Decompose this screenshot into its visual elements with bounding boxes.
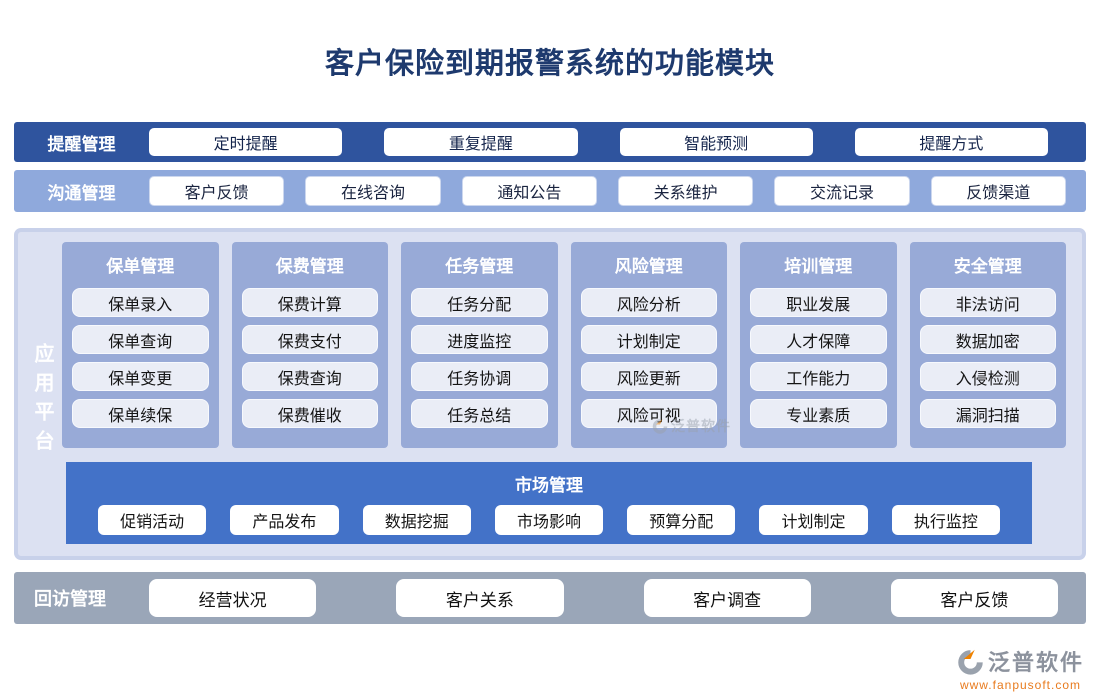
communication-management-bar: 沟通管理 客户反馈在线咨询通知公告关系维护交流记录反馈渠道 [14, 170, 1086, 212]
module-button[interactable]: 计划制定 [580, 325, 717, 354]
module-button[interactable]: 风险分析 [580, 288, 717, 317]
module-button[interactable]: 保费催收 [241, 399, 378, 428]
column-header: 保单管理 [106, 257, 175, 276]
market-button[interactable]: 市场影响 [494, 505, 604, 535]
communication-button[interactable]: 在线咨询 [305, 176, 441, 206]
revisit-button[interactable]: 经营状况 [149, 579, 317, 617]
market-button[interactable]: 数据挖掘 [362, 505, 471, 535]
market-button[interactable]: 预算分配 [627, 505, 736, 535]
module-button[interactable]: 数据加密 [919, 325, 1056, 354]
module-button[interactable]: 漏洞扫描 [919, 399, 1056, 428]
revisit-buttons: 经营状况 客户关系 客户调查 客户反馈 [149, 579, 1086, 617]
module-button[interactable]: 非法访问 [919, 288, 1056, 317]
module-button[interactable]: 任务协调 [411, 362, 548, 391]
column-header: 保费管理 [275, 257, 344, 276]
module-button[interactable]: 保单变更 [72, 362, 209, 391]
communication-management-label: 沟通管理 [47, 183, 116, 203]
market-management-section: 市场管理 促销活动产品发布数据挖掘市场影响预算分配计划制定执行监控 [66, 462, 1032, 544]
remind-buttons: 定时提醒 重复提醒 智能预测 提醒方式 [149, 128, 1086, 156]
module-button[interactable]: 保费支付 [241, 325, 378, 354]
page-title: 客户保险到期报警系统的功能模块 [324, 48, 775, 80]
column-task-management: 任务管理 任务分配进度监控任务协调任务总结 [401, 242, 558, 448]
watermark-name: 泛普软件 [987, 650, 1084, 675]
remind-button[interactable]: 提醒方式 [854, 128, 1048, 156]
module-button[interactable]: 保费查询 [241, 362, 378, 391]
module-button[interactable]: 保单录入 [72, 288, 209, 317]
remind-management-label: 提醒管理 [47, 134, 116, 154]
module-button[interactable]: 任务总结 [411, 399, 548, 428]
module-button[interactable]: 职业发展 [750, 288, 887, 317]
module-button[interactable]: 保单续保 [72, 399, 209, 428]
communication-buttons: 客户反馈在线咨询通知公告关系维护交流记录反馈渠道 [149, 176, 1086, 206]
module-button[interactable]: 入侵检测 [919, 362, 1056, 391]
module-button[interactable]: 风险更新 [580, 362, 717, 391]
module-button[interactable]: 风险可视 [580, 399, 717, 428]
market-management-header: 市场管理 [515, 476, 583, 495]
communication-button[interactable]: 反馈渠道 [930, 176, 1066, 206]
module-columns: 保单管理 保单录入保单查询保单变更保单续保 保费管理 保费计算保费支付保费查询保… [62, 242, 1066, 448]
module-button[interactable]: 任务分配 [411, 288, 548, 317]
watermark-url: www.fanpusoft.com [959, 678, 1082, 692]
column-training-management: 培训管理 职业发展人才保障工作能力专业素质 [740, 242, 897, 448]
market-button[interactable]: 计划制定 [759, 505, 868, 535]
communication-button[interactable]: 关系维护 [617, 176, 754, 206]
market-button[interactable]: 执行监控 [891, 505, 1000, 535]
revisit-button[interactable]: 客户调查 [643, 579, 811, 617]
module-button[interactable]: 保单查询 [72, 325, 209, 354]
column-header: 培训管理 [784, 257, 853, 276]
module-button[interactable]: 保费计算 [241, 288, 378, 317]
watermark-logo-icon [958, 649, 983, 675]
module-button[interactable]: 专业素质 [750, 399, 887, 428]
market-button[interactable]: 促销活动 [98, 505, 207, 535]
column-premium-management: 保费管理 保费计算保费支付保费查询保费催收 [231, 242, 388, 448]
market-button[interactable]: 产品发布 [230, 505, 339, 535]
column-policy-management: 保单管理 保单录入保单查询保单变更保单续保 [62, 242, 219, 448]
communication-button[interactable]: 交流记录 [774, 176, 910, 206]
column-header: 任务管理 [445, 257, 514, 276]
application-platform-panel: 应用平台 保单管理 保单录入保单查询保单变更保单续保 保费管理 保费计算保费支付… [14, 228, 1086, 560]
remind-button[interactable]: 智能预测 [619, 128, 813, 156]
revisit-button[interactable]: 客户反馈 [890, 579, 1058, 617]
communication-button[interactable]: 客户反馈 [149, 176, 285, 206]
column-header: 风险管理 [614, 257, 683, 276]
remind-management-bar: 提醒管理 定时提醒 重复提醒 智能预测 提醒方式 [14, 122, 1086, 162]
revisit-button[interactable]: 客户关系 [396, 579, 564, 617]
column-security-management: 安全管理 非法访问数据加密入侵检测漏洞扫描 [909, 242, 1066, 448]
column-risk-management: 风险管理 风险分析计划制定风险更新风险可视 [570, 242, 727, 448]
remind-button[interactable]: 重复提醒 [384, 128, 578, 156]
column-header: 安全管理 [953, 257, 1022, 276]
watermark: 泛普软件 www.fanpusoft.com [957, 645, 1084, 692]
module-button[interactable]: 进度监控 [411, 325, 548, 354]
module-button[interactable]: 人才保障 [750, 325, 887, 354]
market-buttons: 促销活动产品发布数据挖掘市场影响预算分配计划制定执行监控 [66, 505, 1032, 535]
application-platform-label: 应用平台 [31, 342, 53, 459]
remind-button[interactable]: 定时提醒 [149, 128, 343, 156]
module-button[interactable]: 工作能力 [750, 362, 887, 391]
revisit-management-label: 回访管理 [34, 589, 106, 609]
communication-button[interactable]: 通知公告 [461, 176, 597, 206]
revisit-management-bar: 回访管理 经营状况 客户关系 客户调查 客户反馈 [14, 572, 1086, 624]
